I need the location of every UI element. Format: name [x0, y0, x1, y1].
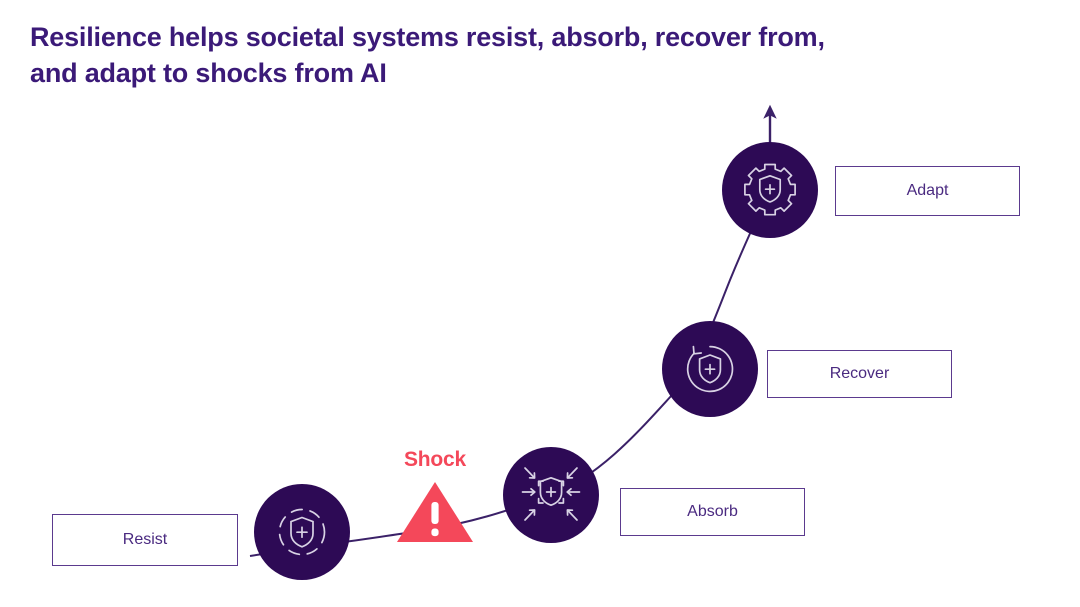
- shock-event-marker[interactable]: Shock: [385, 448, 485, 548]
- stage-label-resist: Resist: [122, 531, 168, 548]
- shock-label: Shock: [403, 448, 467, 471]
- shield-plus-gear-icon: [740, 160, 800, 220]
- stage-label-recover: Recover: [829, 365, 890, 382]
- stage-label-box-recover[interactable]: Recover: [767, 350, 952, 398]
- stage-node-absorb[interactable]: [503, 447, 599, 543]
- stage-node-recover[interactable]: [662, 321, 758, 417]
- warning-triangle-exclamation-icon: [397, 482, 473, 542]
- stage-label-adapt: Adapt: [906, 182, 949, 199]
- shield-plus-dashed-ring-icon: [273, 503, 331, 561]
- shield-plus-inward-arrows-icon: [519, 464, 583, 526]
- page-title: Resilience helps societal systems resist…: [30, 22, 825, 88]
- stage-label-box-resist[interactable]: Resist: [52, 514, 238, 566]
- stage-label-box-absorb[interactable]: Absorb: [620, 488, 805, 536]
- stage-label-box-adapt[interactable]: Adapt: [835, 166, 1020, 216]
- shield-plus-refresh-circle-icon: [681, 340, 739, 398]
- stage-label-absorb: Absorb: [687, 503, 738, 520]
- stage-node-adapt[interactable]: [722, 142, 818, 238]
- stage-node-resist[interactable]: [254, 484, 350, 580]
